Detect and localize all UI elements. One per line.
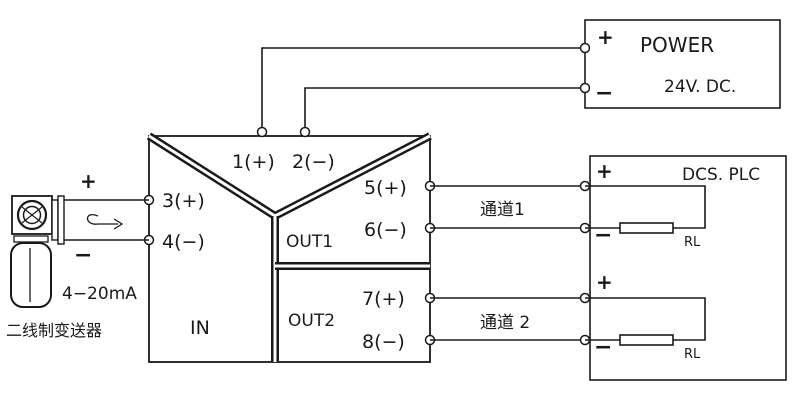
terminal-3-label: 3(+) [162, 190, 205, 212]
rl2-label: RL [684, 347, 701, 362]
module-outline [148, 135, 431, 363]
terminal-2 [299, 126, 311, 138]
transmitter-current: 4−20mA [62, 284, 137, 304]
terminal-8-label: 8(−) [362, 331, 405, 353]
dcs-ch2-minus-sign: − [594, 335, 612, 360]
power-minus-sign: − [595, 81, 613, 106]
power-box [584, 19, 781, 109]
terminal-6-label: 6(−) [364, 219, 407, 241]
transmitter-minus-sign: − [74, 243, 92, 268]
transmitter-icon [10, 195, 65, 308]
terminal-4-label: 4(−) [162, 231, 205, 253]
rl2-resistor [619, 334, 674, 346]
power-plus-terminal [579, 42, 591, 54]
rl2-loop-wire [585, 297, 706, 341]
dcs-plc-title: DCS. PLC [682, 165, 760, 185]
transmitter-label: 二线制变送器 [6, 321, 102, 340]
rl1-label: RL [684, 235, 701, 250]
terminal-1-label: 1(+) [232, 151, 275, 173]
power-plus-wire [261, 47, 585, 132]
power-voltage: 24V. DC. [664, 77, 736, 97]
terminal-7-label: 7(+) [362, 288, 405, 310]
channel2-label: 通道 2 [480, 313, 530, 333]
out1-label: OUT1 [286, 232, 333, 252]
power-plus-sign: + [597, 25, 614, 49]
power-minus-wire [304, 87, 585, 132]
dcs-ch1-plus-sign: + [596, 159, 613, 183]
terminal-1 [256, 126, 268, 138]
power-minus-terminal [579, 82, 591, 94]
terminal-5-label: 5(+) [364, 177, 407, 199]
terminal-2-label: 2(−) [292, 151, 335, 173]
current-flow-arrow-icon [86, 214, 124, 230]
rl1-resistor [619, 222, 674, 234]
module-dividers [146, 132, 432, 362]
out2-label: OUT2 [288, 311, 335, 331]
dcs-plc-box [589, 155, 787, 381]
channel1-label: 通道1 [480, 200, 525, 220]
dcs-ch1-minus-sign: − [594, 223, 612, 248]
rl1-loop-wire [585, 185, 706, 229]
in-label: IN [190, 317, 210, 339]
dcs-ch2-plus-sign: + [596, 270, 613, 294]
transmitter-plus-sign: + [80, 169, 97, 193]
power-title: POWER [640, 33, 714, 57]
